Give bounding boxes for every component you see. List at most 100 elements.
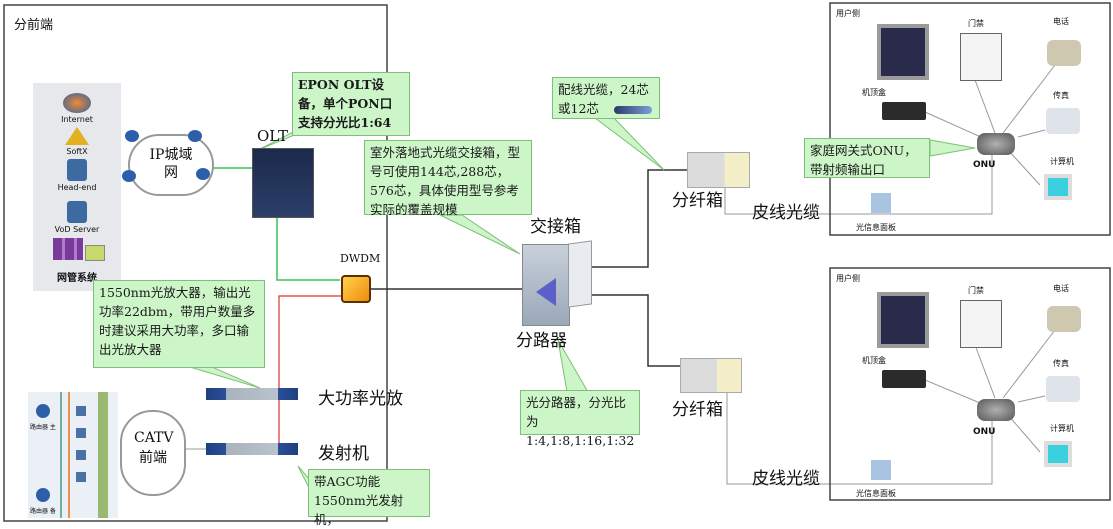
olt-dwdm-link bbox=[276, 188, 340, 281]
catv-cloud-label: CATV前端 bbox=[134, 430, 174, 466]
panel-label: 光信息面板 bbox=[856, 223, 896, 232]
router-icon bbox=[122, 170, 136, 182]
router-backup-icon bbox=[36, 488, 50, 502]
fiber-box-2-label: 分纤箱 bbox=[672, 400, 723, 420]
telephone-icon bbox=[1047, 40, 1081, 66]
fiber-cable-icon bbox=[614, 106, 652, 114]
olt-callout: EPON OLT设备，单个PON口支持分光比1:64 bbox=[292, 72, 410, 136]
fiber-panel-icon bbox=[871, 460, 891, 480]
tv-icon bbox=[877, 292, 929, 348]
drop-cable-2-label: 皮线光缆 bbox=[752, 469, 820, 489]
computer-icon bbox=[1044, 441, 1072, 467]
fax-label: 传真 bbox=[1053, 91, 1069, 100]
amplifier-callout: 1550nm光放大器，输出光功率22dbm，带用户数量多时建议采用大功率，多口输… bbox=[93, 280, 265, 368]
olt-label: OLT bbox=[257, 127, 289, 145]
telephone-icon bbox=[1047, 306, 1081, 332]
dwdm-label: DWDM bbox=[340, 252, 381, 265]
user-side-1-title: 用户侧 bbox=[836, 9, 860, 18]
onu-label: ONU bbox=[973, 160, 996, 170]
softx-triangle-icon bbox=[65, 127, 89, 145]
splitter-label: 分路器 bbox=[516, 331, 567, 351]
panel-label: 光信息面板 bbox=[856, 489, 896, 498]
user-side-frame-1 bbox=[829, 2, 1111, 236]
cable-callout-pointer bbox=[593, 117, 665, 171]
phone-label: 电话 bbox=[1053, 284, 1069, 293]
ip-cloud: IP城域网 bbox=[128, 134, 214, 196]
fax-machine-icon bbox=[1046, 376, 1080, 402]
head-end-title: 分前端 bbox=[14, 18, 54, 33]
computer-icon bbox=[1044, 174, 1072, 200]
router-icon bbox=[196, 168, 210, 180]
door-intercom-icon bbox=[960, 33, 1002, 81]
catv-headend-rack: 路由器 主 路由器 备 bbox=[28, 392, 118, 518]
door-label: 门禁 bbox=[968, 19, 984, 28]
router-main-label: 路由器 主 bbox=[30, 424, 56, 431]
system-label-vod: VoD Server bbox=[54, 225, 100, 234]
globe-icon bbox=[63, 93, 91, 113]
transmitter-unit-icon bbox=[206, 443, 298, 455]
drop-cable-1-label: 皮线光缆 bbox=[752, 203, 820, 223]
fax-machine-icon bbox=[1046, 108, 1080, 134]
onu-label: ONU bbox=[973, 427, 996, 437]
encoder-icon bbox=[76, 450, 86, 460]
amplifier-label: 大功率光放 bbox=[318, 389, 403, 409]
stb-label: 机顶盒 bbox=[862, 356, 886, 365]
tv-icon bbox=[877, 24, 929, 80]
fiber-box-1-icon bbox=[687, 152, 750, 188]
encoder-icon bbox=[76, 472, 86, 482]
user-side-2-title: 用户侧 bbox=[836, 274, 860, 283]
fiber-panel-icon bbox=[871, 193, 891, 213]
transmitter-label: 发射机 bbox=[318, 444, 369, 464]
onu-device-icon bbox=[977, 399, 1015, 421]
catv-red-link bbox=[278, 295, 348, 446]
fiber-box-1-label: 分纤箱 bbox=[672, 191, 723, 211]
catv-cloud: CATV前端 bbox=[120, 410, 186, 496]
distribution-cable-1 bbox=[590, 169, 688, 268]
head-end-frame bbox=[3, 4, 388, 522]
router-main-icon bbox=[36, 404, 50, 418]
phone-label: 电话 bbox=[1053, 17, 1069, 26]
drop-cable-2 bbox=[726, 386, 993, 485]
onu-device-icon bbox=[977, 133, 1015, 155]
pc-label: 计算机 bbox=[1050, 157, 1074, 166]
ip-cloud-label: IP城域网 bbox=[149, 147, 193, 181]
door-label: 门禁 bbox=[968, 286, 984, 295]
splitter-arrow-icon bbox=[536, 278, 556, 306]
stb-label: 机顶盒 bbox=[862, 88, 886, 97]
set-top-box-icon bbox=[882, 370, 926, 388]
nms-monitor-icon bbox=[85, 245, 105, 261]
crossbox-door-icon bbox=[568, 240, 592, 308]
onu-callout-pointer bbox=[929, 139, 976, 157]
service-systems-panel: Internet SoftX Head-end VoD Server 网管系统 bbox=[33, 83, 121, 291]
system-label-softx: SoftX bbox=[66, 147, 88, 156]
splitter-callout: 光分路器，分光比为1:4,1:8,1:16,1:32 bbox=[520, 390, 640, 448]
encoder-icon bbox=[76, 428, 86, 438]
fax-label: 传真 bbox=[1053, 359, 1069, 368]
nms-servers-icon bbox=[53, 238, 83, 260]
distribution-cable-2 bbox=[590, 294, 690, 367]
vod-server-icon bbox=[67, 201, 87, 223]
crossbox-label: 交接箱 bbox=[530, 217, 581, 237]
door-intercom-icon bbox=[960, 300, 1002, 348]
headend-server-icon bbox=[67, 159, 87, 181]
router-icon bbox=[125, 130, 139, 142]
pc-label: 计算机 bbox=[1050, 424, 1074, 433]
router-icon bbox=[188, 130, 202, 142]
system-label-headend: Head-end bbox=[57, 183, 97, 192]
dwdm-cube-icon bbox=[341, 275, 371, 303]
onu-callout: 家庭网关式ONU，带射频输出口 bbox=[804, 138, 930, 178]
crossbox-cabinet-icon bbox=[522, 244, 570, 326]
nms-label: 网管系统 bbox=[57, 273, 97, 284]
system-label-internet: Internet bbox=[61, 115, 93, 124]
olt-chassis-icon bbox=[252, 148, 314, 218]
amp-callout-pointer bbox=[189, 366, 261, 389]
router-backup-label: 路由器 备 bbox=[30, 508, 56, 515]
crossbox-callout-pointer bbox=[439, 214, 521, 255]
fiber-box-2-icon bbox=[680, 358, 742, 393]
set-top-box-icon bbox=[882, 102, 926, 120]
crossbox-callout: 室外落地式光缆交接箱，型号可使用144芯,288芯，576芯，具体使用型号参考实… bbox=[364, 140, 532, 217]
user-side-frame-2 bbox=[829, 267, 1111, 501]
drop-cable-1 bbox=[724, 155, 993, 215]
amplifier-unit-icon bbox=[206, 388, 298, 400]
transmitter-callout: 带AGC功能1550nm光发射机， bbox=[308, 469, 430, 527]
